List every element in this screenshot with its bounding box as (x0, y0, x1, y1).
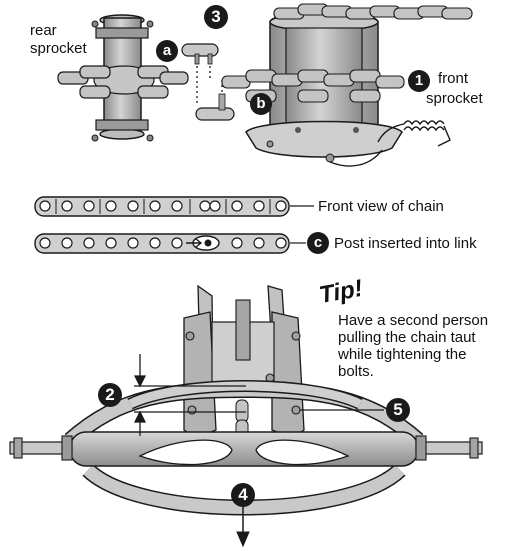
step-2-badge: 2 (98, 383, 122, 407)
step-1-badge: 1 (408, 70, 430, 92)
chain-post-inserted (34, 233, 290, 254)
cable-spring (329, 120, 451, 167)
top-chain-run (273, 3, 473, 20)
callout-a-badge: a (156, 40, 178, 62)
rear-chain-segment (57, 65, 189, 99)
front-sprocket-label-line2: sprocket (426, 90, 483, 107)
front-sprocket-label-line1: front (438, 70, 469, 87)
front-view-label: Front view of chain (318, 198, 444, 215)
post-inserted-label: Post inserted into link (334, 235, 477, 252)
dotted-guides (196, 66, 223, 104)
rear-sprocket-label-line1: rear (30, 22, 57, 39)
master-link-plate-a (181, 43, 219, 65)
step-5-badge: 5 (386, 398, 410, 422)
master-link-plate-b (195, 93, 235, 121)
dimension-indicator (133, 354, 246, 436)
rear-sprocket-label-line2: sprocket (30, 40, 87, 57)
step-4-badge: 4 (231, 483, 255, 507)
chain-front-view (34, 196, 290, 217)
tip-body: Have a second person pulling the chain t… (338, 312, 489, 380)
pull-arrow (236, 504, 250, 548)
callout-b-badge: b (250, 93, 272, 115)
step-3-badge: 3 (204, 5, 228, 29)
callout-c-badge: c (307, 232, 329, 254)
front-chain-segment (221, 69, 405, 103)
